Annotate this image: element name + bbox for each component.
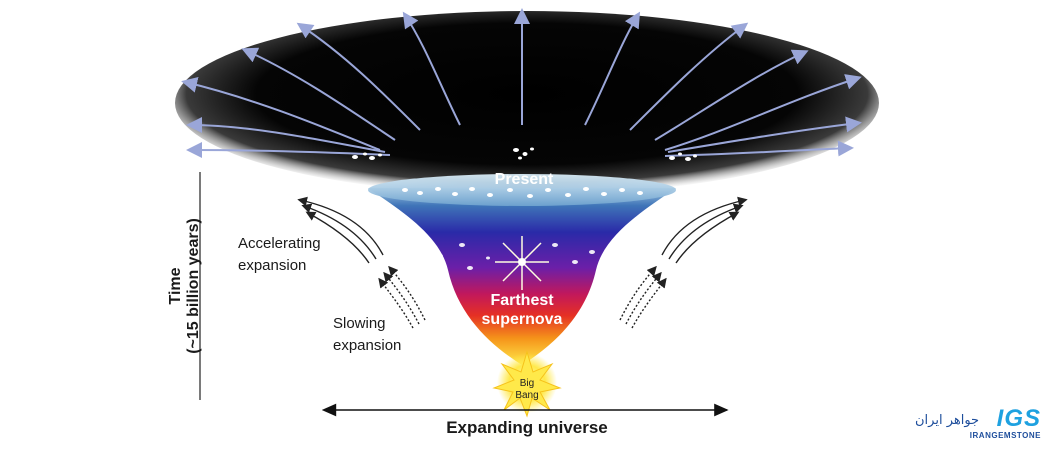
expansion-arrow — [296, 22, 421, 131]
logo-sub-text: IRANGEMSTONE — [969, 431, 1041, 440]
expanding-universe-label: Expanding universe — [446, 418, 608, 437]
farthest-label-line2: supernova — [482, 311, 563, 328]
right-accelerating-arrows — [661, 196, 748, 264]
present-galaxies — [352, 147, 697, 161]
slowing-label-line1: Slowing — [333, 315, 386, 332]
farthest-label-line1: Farthest — [490, 292, 554, 309]
big-bang-label-line2: Bang — [515, 390, 538, 401]
supernova-star — [495, 236, 549, 290]
expansion-arrow — [654, 49, 809, 141]
expansion-arrow — [186, 117, 386, 153]
expansion-arrow — [402, 11, 461, 126]
left-slowing-arrows — [378, 265, 426, 329]
logo-persian-text: جواهر ایران — [915, 413, 980, 428]
big-bang-label-line1: Big — [520, 378, 534, 389]
left-accelerating-arrows — [297, 196, 384, 264]
expansion-arrow — [664, 74, 862, 151]
expansion-arrow — [241, 47, 396, 141]
accelerating-label-line1: Accelerating — [238, 235, 321, 252]
igs-logo: جواهر ایران IGS IRANGEMSTONE — [915, 405, 1045, 441]
expansion-arrow — [664, 140, 854, 157]
funnel-galaxies — [437, 243, 602, 270]
rim-galaxies — [402, 187, 643, 198]
expansion-arrow — [629, 22, 749, 131]
present-label: Present — [495, 171, 554, 188]
expansion-arrow — [667, 116, 862, 153]
logo-main-text: IGS — [996, 405, 1041, 432]
big-bang-burst — [492, 350, 562, 418]
time-label-line1: Time — [167, 267, 184, 304]
time-label-line2: (~15 billion years) — [185, 218, 202, 354]
expansion-arrow — [181, 77, 381, 151]
right-slowing-arrows — [619, 265, 667, 329]
funnel-rim — [368, 174, 676, 206]
space-region — [175, 11, 879, 195]
expansion-arrow — [584, 11, 641, 126]
slowing-label-line2: expansion — [333, 337, 401, 354]
accelerating-label-line2: expansion — [238, 257, 306, 274]
